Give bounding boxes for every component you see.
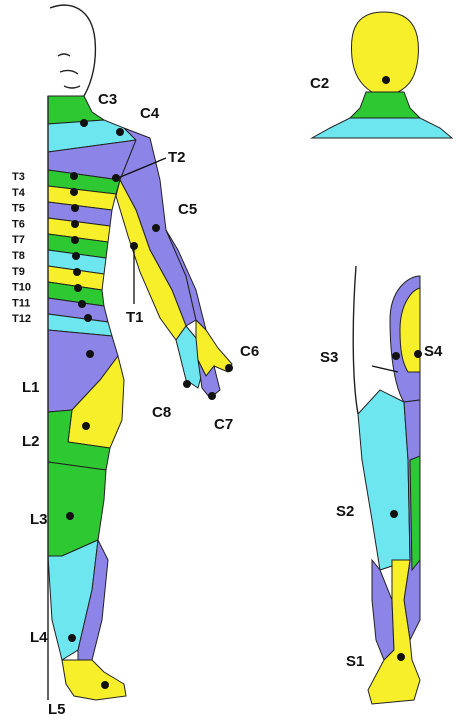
dot-c6 bbox=[225, 364, 233, 372]
label-t11: T11 bbox=[12, 297, 30, 309]
label-t6: T6 bbox=[12, 218, 25, 230]
leg-outline bbox=[353, 266, 358, 414]
label-t3: T3 bbox=[12, 171, 25, 183]
label-t4: T4 bbox=[12, 187, 26, 199]
dot-t9 bbox=[73, 268, 81, 276]
c2-neck-region bbox=[350, 92, 420, 118]
dot-c8 bbox=[183, 380, 191, 388]
label-c8: C8 bbox=[152, 404, 171, 421]
dot-c4 bbox=[116, 128, 124, 136]
c2-shoulder-region bbox=[312, 118, 452, 138]
dot-c2 bbox=[382, 76, 390, 84]
label-s1: S1 bbox=[346, 653, 364, 670]
dot-t7 bbox=[71, 236, 79, 244]
dot-s3 bbox=[392, 352, 400, 360]
back-head: C2 bbox=[310, 12, 452, 138]
label-c7: C7 bbox=[214, 416, 233, 433]
label-l1: L1 bbox=[22, 379, 40, 396]
label-s4: S4 bbox=[424, 343, 443, 360]
label-s2: S2 bbox=[336, 503, 354, 520]
dot-t3 bbox=[70, 172, 78, 180]
label-l2: L2 bbox=[22, 433, 40, 450]
dot-s2 bbox=[390, 510, 398, 518]
c3-neck-region bbox=[48, 96, 104, 124]
label-t9: T9 bbox=[12, 266, 25, 278]
lateral-green-strip bbox=[410, 456, 420, 570]
foot-region bbox=[62, 660, 126, 700]
dot-t8 bbox=[72, 252, 80, 260]
back-leg: S3 S4 S2 S1 bbox=[320, 266, 443, 704]
dot-t10 bbox=[74, 284, 82, 292]
label-s3: S3 bbox=[320, 349, 338, 366]
label-t5: T5 bbox=[12, 203, 25, 215]
label-l5: L5 bbox=[48, 701, 66, 718]
face-detail bbox=[58, 54, 80, 88]
label-c2: C2 bbox=[310, 75, 329, 92]
dot-t6 bbox=[71, 220, 79, 228]
dot-s1 bbox=[397, 653, 405, 661]
label-t8: T8 bbox=[12, 250, 25, 262]
face-outline bbox=[48, 5, 95, 108]
label-l3: L3 bbox=[30, 511, 48, 528]
label-l4: L4 bbox=[30, 629, 48, 646]
dot-c5 bbox=[152, 224, 160, 232]
dot-l2 bbox=[82, 422, 90, 430]
s2-region bbox=[358, 390, 410, 570]
label-t7: T7 bbox=[12, 234, 25, 246]
calf-purple-region bbox=[372, 560, 394, 660]
dot-l3 bbox=[66, 512, 74, 520]
dot-t4 bbox=[70, 188, 78, 196]
dot-s4 bbox=[414, 350, 422, 358]
label-t2: T2 bbox=[168, 149, 186, 166]
dot-c7 bbox=[208, 392, 216, 400]
label-c5: C5 bbox=[178, 201, 197, 218]
dot-t11 bbox=[78, 300, 86, 308]
dot-t5 bbox=[71, 204, 79, 212]
dot-t12 bbox=[84, 314, 92, 322]
label-t1: T1 bbox=[126, 309, 144, 326]
label-t10: T10 bbox=[12, 282, 31, 294]
label-t12: T12 bbox=[12, 313, 31, 325]
dot-l1 bbox=[86, 350, 94, 358]
label-c4: C4 bbox=[140, 105, 160, 122]
dot-l5 bbox=[101, 681, 109, 689]
dot-t1 bbox=[130, 242, 138, 250]
c2-head-region bbox=[351, 12, 418, 100]
dot-l4 bbox=[68, 634, 76, 642]
label-c3: C3 bbox=[98, 91, 117, 108]
dot-c3 bbox=[80, 119, 88, 127]
label-c6: C6 bbox=[240, 343, 259, 360]
